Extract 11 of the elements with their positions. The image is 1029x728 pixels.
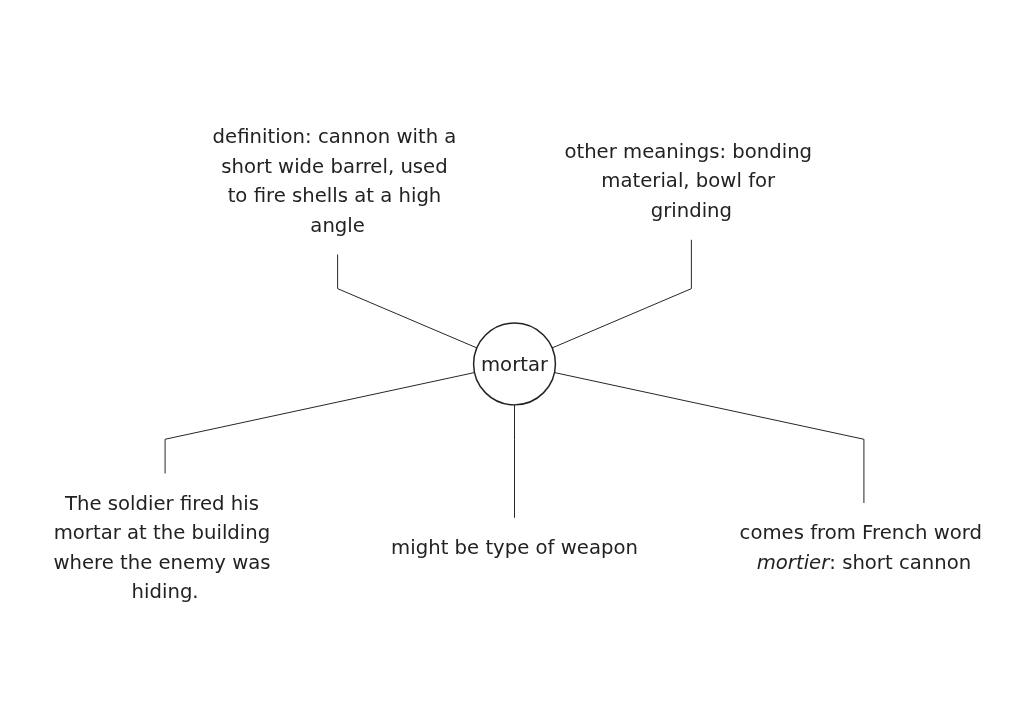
connector [337,253,478,349]
node-text: comes from French word mortier: short cannon [739,520,982,574]
node-text: definition: cannon with a short wide barrel, used to fire shells at a high angle [212,124,457,237]
node-text: other meanings: bonding material, bowl for grinding [564,139,813,222]
node-circle: mortar [472,322,557,406]
connector [514,404,515,519]
connector [551,239,692,349]
connector [554,372,865,504]
connector [164,372,475,475]
node-text: might be type of weapon [391,535,638,560]
node-text: The soldier fired his mortar at the building where the enemy was hiding. [53,491,271,604]
